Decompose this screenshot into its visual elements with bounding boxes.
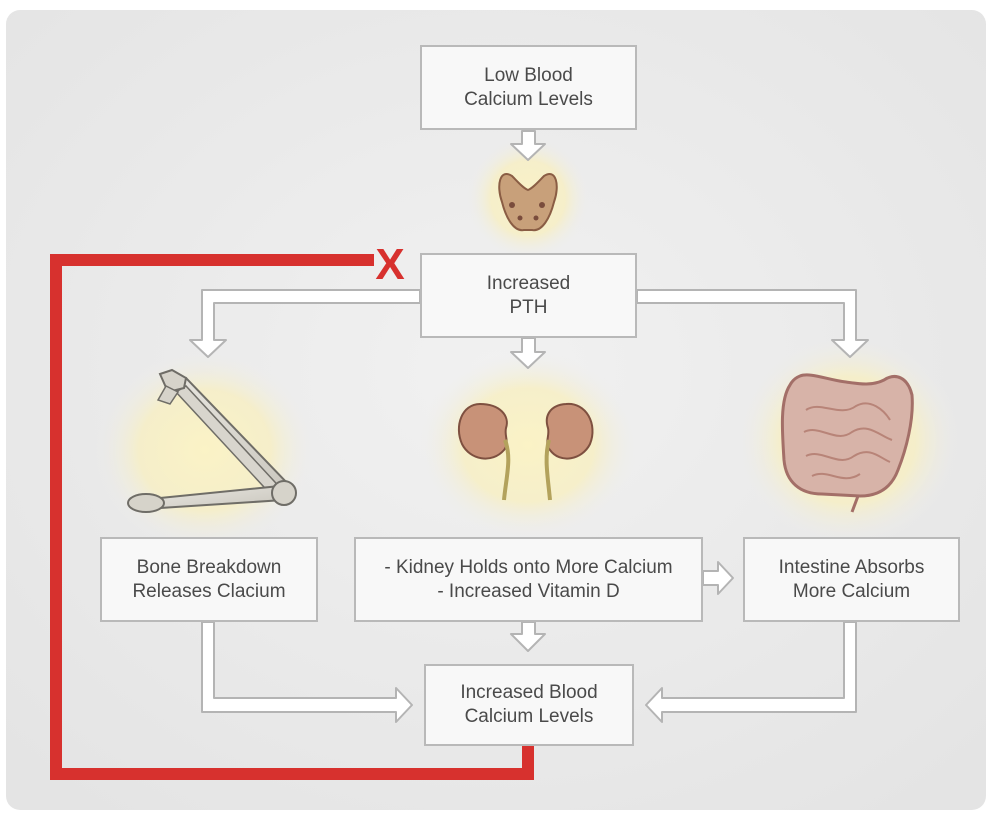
kidney-glow [418, 350, 638, 540]
increased-pth-box: Increased PTH [420, 253, 637, 338]
intestine-absorbs-line-2: More Calcium [793, 580, 910, 604]
bone-breakdown-line-1: Bone Breakdown [137, 556, 282, 580]
low-blood-calcium-line-1: Low Blood [484, 64, 573, 88]
increased-blood-calcium-line-2: Calcium Levels [465, 705, 594, 729]
low-blood-calcium-box: Low Blood Calcium Levels [420, 45, 637, 130]
kidney-effects-line-2: - Increased Vitamin D [437, 580, 619, 604]
increased-pth-line-1: Increased [487, 272, 570, 296]
intestine-absorbs-box: Intestine Absorbs More Calcium [743, 537, 960, 622]
bone-glow [95, 350, 315, 550]
increased-blood-calcium-box: Increased Blood Calcium Levels [424, 664, 634, 746]
low-blood-calcium-line-2: Calcium Levels [464, 88, 593, 112]
kidney-effects-line-1: - Kidney Holds onto More Calcium [384, 556, 672, 580]
bone-breakdown-line-2: Releases Clacium [132, 580, 285, 604]
intestine-absorbs-line-1: Intestine Absorbs [779, 556, 925, 580]
increased-blood-calcium-line-1: Increased Blood [460, 681, 597, 705]
increased-pth-line-2: PTH [510, 296, 548, 320]
bone-breakdown-box: Bone Breakdown Releases Clacium [100, 537, 318, 622]
kidney-effects-box: - Kidney Holds onto More Calcium - Incre… [354, 537, 703, 622]
